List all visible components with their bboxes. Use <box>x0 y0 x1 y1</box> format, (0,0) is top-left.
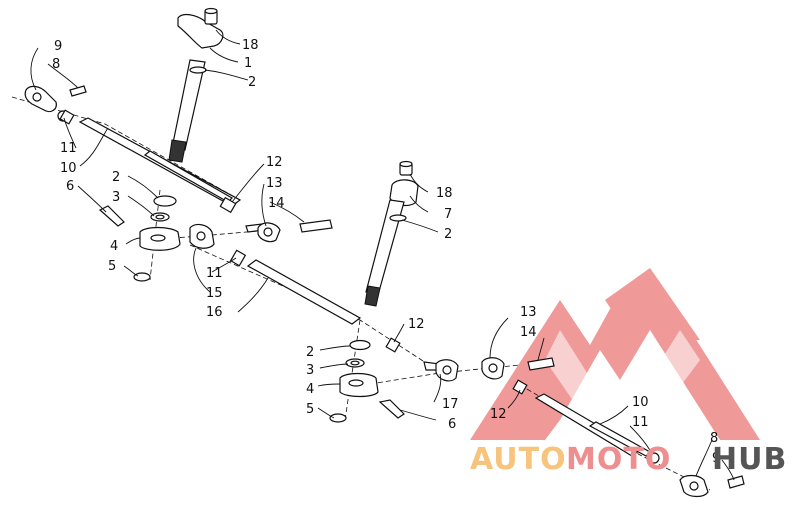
axis-line-mid <box>189 244 441 373</box>
axis-line-lower-right <box>519 384 711 491</box>
callout-5: 5 <box>306 402 314 417</box>
watermark-hub: HUB <box>712 442 787 477</box>
leader-lines <box>30 29 735 481</box>
callout-3: 3 <box>112 190 120 205</box>
tie-rod-lower-right <box>534 393 745 498</box>
tie-rod-center <box>229 249 362 325</box>
callout-6: 6 <box>66 179 74 194</box>
callout-2: 2 <box>444 227 452 242</box>
pitman-arm-upper <box>98 195 181 282</box>
callout-9: 9 <box>712 451 720 466</box>
callout-8: 8 <box>710 431 718 446</box>
callout-10: 10 <box>60 161 77 176</box>
callout-7: 7 <box>444 207 452 222</box>
ball-joint-upper-left <box>24 85 87 125</box>
tie-rod-upper-left <box>78 117 242 207</box>
callout-9: 9 <box>54 39 62 54</box>
callout-13: 13 <box>266 176 283 191</box>
callout-18: 18 <box>436 186 453 201</box>
callout-16: 16 <box>206 305 223 320</box>
callout-5: 5 <box>108 259 116 274</box>
callout-12: 12 <box>408 317 425 332</box>
callout-14: 14 <box>268 196 285 211</box>
callout-2: 2 <box>112 170 120 185</box>
callout-13: 13 <box>520 305 537 320</box>
ball-joint-mid-left <box>189 196 333 249</box>
callout-8: 8 <box>52 57 60 72</box>
callout-11: 11 <box>60 141 77 156</box>
callout-3: 3 <box>306 363 314 378</box>
callout-2: 2 <box>248 75 256 90</box>
callout-4: 4 <box>306 382 314 397</box>
watermark-auto: AUTO <box>470 442 567 477</box>
callout-10: 10 <box>632 395 649 410</box>
pitman-arm-lower <box>329 337 405 423</box>
callout-12: 12 <box>266 155 283 170</box>
callout-14: 14 <box>520 325 537 340</box>
axis-line-pivot-1 <box>149 189 161 281</box>
callout-2: 2 <box>306 345 314 360</box>
callout-18: 18 <box>242 38 259 53</box>
axis-line-pivot-2 <box>344 319 361 421</box>
callout-4: 4 <box>110 239 118 254</box>
callout-1: 1 <box>244 56 252 71</box>
watermark-text: AUTO MOTO HUB <box>470 442 787 477</box>
watermark-logo-icon <box>470 268 760 440</box>
callout-11: 11 <box>206 266 223 281</box>
callout-6: 6 <box>448 417 456 432</box>
callout-17: 17 <box>442 397 459 412</box>
callout-11: 11 <box>632 415 649 430</box>
watermark-moto: MOTO <box>566 442 671 477</box>
steering-post-lower <box>364 160 419 307</box>
callout-15: 15 <box>206 286 223 301</box>
steering-post-upper <box>168 7 224 163</box>
ball-joint-lower-mid <box>423 357 555 395</box>
callout-labels: 9 8 11 10 6 18 1 2 2 3 4 5 12 13 14 11 1… <box>52 38 720 466</box>
callout-12: 12 <box>490 407 507 422</box>
